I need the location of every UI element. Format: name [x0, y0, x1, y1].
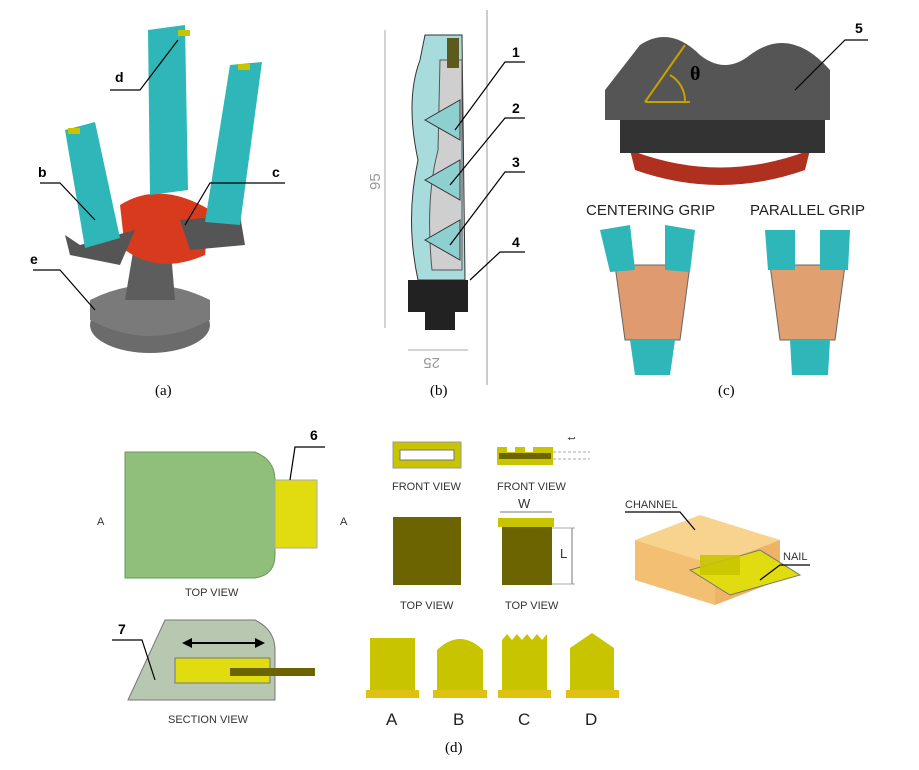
pad-section-view [127, 619, 315, 701]
front-view-label-1: FRONT VIEW [392, 481, 461, 493]
centering-grip-illustration [600, 225, 695, 375]
tip-label-a: A [386, 710, 398, 729]
nail-front-view-1 [392, 441, 462, 469]
caption-a: (a) [155, 383, 172, 399]
tip-variant-b [433, 639, 487, 698]
label-5: 5 [855, 20, 863, 36]
pad-top-view [124, 451, 318, 579]
section-marker-right: A [340, 516, 348, 528]
label-4: 4 [512, 234, 520, 250]
parallel-grip-title: PARALLEL GRIP [750, 202, 865, 219]
nail-top-view-1 [393, 517, 461, 585]
caption-b: (b) [430, 383, 448, 399]
section-view-label: SECTION VIEW [168, 714, 249, 726]
section-marker-left: A [97, 516, 105, 528]
nail-front-view-2 [497, 447, 590, 465]
dim-t: t [566, 437, 578, 440]
label-7: 7 [118, 621, 126, 637]
label-e: e [30, 251, 38, 267]
parallel-grip-illustration [765, 230, 850, 375]
top-view-label-2: TOP VIEW [505, 600, 559, 612]
top-view-label-pad: TOP VIEW [185, 587, 239, 599]
nail-label: NAIL [783, 551, 807, 563]
dim-25: 25 [423, 354, 440, 371]
label-d: d [115, 69, 124, 85]
top-view-label-1: TOP VIEW [400, 600, 454, 612]
dim-95: 95 [367, 173, 384, 190]
panel-a-gripper [65, 25, 262, 353]
tip-variant-d [566, 633, 619, 698]
dim-l: L [560, 546, 567, 561]
theta-symbol: θ [690, 63, 700, 85]
label-6: 6 [310, 427, 318, 443]
nail-top-view-2 [498, 511, 575, 585]
tip-variant-a [366, 638, 419, 698]
label-c: c [272, 164, 280, 180]
label-b: b [38, 164, 47, 180]
channel-label: CHANNEL [625, 499, 678, 511]
tip-label-c: C [518, 710, 530, 729]
label-2: 2 [512, 100, 520, 116]
dim-w: W [518, 496, 531, 511]
caption-c: (c) [718, 383, 735, 399]
panel-c-palm [605, 37, 830, 185]
tip-variant-c [498, 634, 551, 698]
panel-b-finger-section [408, 34, 468, 330]
front-view-label-2: FRONT VIEW [497, 481, 566, 493]
channel-nail-3d [635, 515, 802, 605]
caption-d: (d) [445, 740, 463, 756]
centering-grip-title: CENTERING GRIP [586, 202, 715, 219]
tip-label-b: B [453, 710, 464, 729]
tip-label-d: D [585, 710, 597, 729]
label-1: 1 [512, 44, 520, 60]
label-3: 3 [512, 154, 520, 170]
